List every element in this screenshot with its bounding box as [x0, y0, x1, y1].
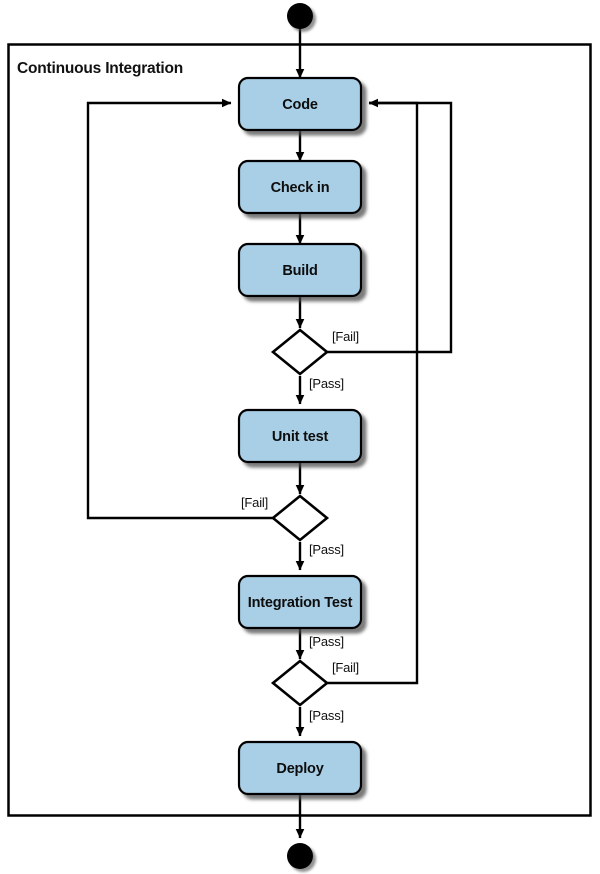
edge-label-unit-pass: [Pass]: [309, 542, 344, 557]
decision-node-unit-test[interactable]: [270, 494, 330, 542]
edge-unit-fail-to-code: [86, 98, 273, 520]
action-label-deploy: Deploy: [276, 761, 323, 777]
edge-label-integration-pass: [Pass]: [309, 708, 344, 723]
action-label-integration-test: Integration Test: [248, 595, 353, 611]
action-box-build[interactable]: [237, 242, 363, 298]
initial-node: [287, 3, 313, 29]
action-box-check-in[interactable]: [237, 159, 363, 215]
action-node-build[interactable]: Build: [237, 242, 363, 298]
action-node-check-in[interactable]: Check in: [237, 159, 363, 215]
action-box-deploy[interactable]: [237, 740, 363, 796]
final-node: [287, 843, 313, 869]
action-node-deploy[interactable]: Deploy: [237, 740, 363, 796]
edge-label-integration-fail: [Fail]: [332, 660, 359, 675]
frame-title: Continuous Integration: [17, 60, 183, 77]
action-label-build: Build: [282, 263, 317, 279]
edge-integration-fail-to-code: [327, 101, 419, 685]
action-label-code: Code: [282, 97, 318, 113]
edge-label-build-fail: [Fail]: [332, 329, 359, 344]
action-box-unit-test[interactable]: [237, 408, 363, 464]
action-label-unit-test: Unit test: [272, 429, 329, 445]
action-node-integration-test[interactable]: Integration Test: [237, 574, 363, 630]
decision-node-build[interactable]: [270, 328, 330, 376]
action-node-code[interactable]: Code: [237, 76, 363, 132]
action-node-unit-test[interactable]: Unit test: [237, 408, 363, 464]
decision-node-integration-test[interactable]: [270, 659, 330, 707]
action-box-code[interactable]: [237, 76, 363, 132]
action-label-check-in: Check in: [271, 180, 330, 196]
action-box-integration-test[interactable]: [237, 574, 363, 630]
edge-label-build-pass: [Pass]: [309, 376, 344, 391]
edge-label-unit-fail: [Fail]: [241, 495, 268, 510]
edge-label-integration-in-pass: [Pass]: [309, 634, 344, 649]
